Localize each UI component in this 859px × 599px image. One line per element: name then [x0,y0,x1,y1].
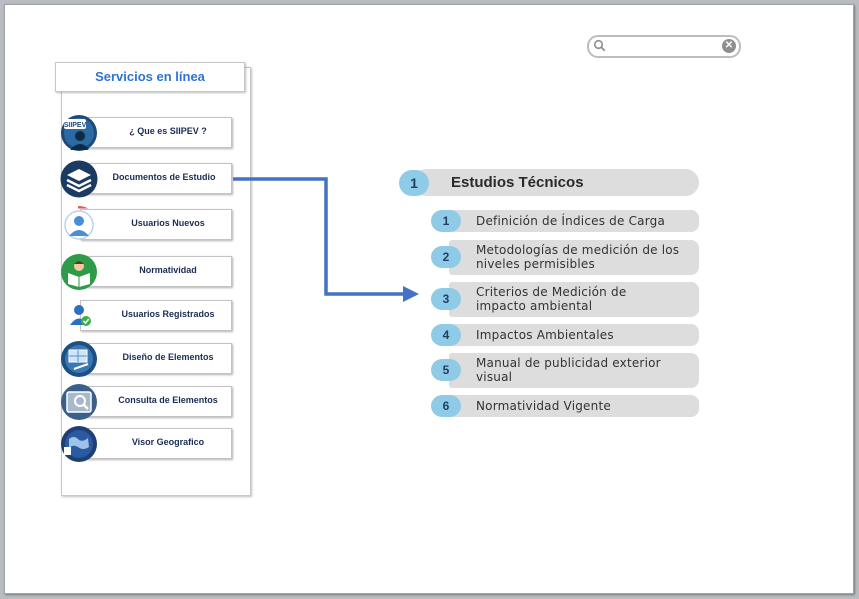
study-item-number: 4 [431,324,461,346]
study-item-number: 3 [431,288,461,310]
siipev-icon: SIIPEV [61,115,97,151]
service-item-normatividad[interactable]: Normatividad [60,254,234,290]
services-panel-title: Servicios en línea [55,62,245,92]
siipev-icon-text: SIIPEV [64,122,87,129]
search-box[interactable]: ✕ [587,35,741,58]
search-icon [593,39,606,52]
query-elements-icon [61,384,97,420]
slide-canvas: ✕ Servicios en línea ¿ Que es SIIPEV ? S… [4,4,854,594]
studies-header: Estudios Técnicos [413,169,699,196]
service-item-documentos-de-estudio[interactable]: Documentos de Estudio [60,160,234,198]
service-item-label: Usuarios Registrados [121,309,215,319]
service-item-label: Usuarios Nuevos [131,218,205,228]
study-item-number: 2 [431,246,461,268]
study-item-4[interactable]: Impactos Ambientales [449,324,699,346]
study-item-6[interactable]: Normatividad Vigente [449,395,699,417]
service-item-box [80,256,232,287]
geo-viewer-icon [61,426,97,462]
service-item-label: Consulta de Elementos [118,395,218,405]
studies-header-number: 1 [399,170,429,196]
registered-user-icon [70,305,91,326]
study-item-3[interactable]: Criterios de Medición de impacto ambient… [449,282,699,317]
study-item-line1: Definición de Índices de Carga [476,214,666,228]
service-item-diseno-de-elementos[interactable]: Diseño de Elementos [60,341,234,377]
study-item-line2: niveles permisibles [476,257,595,271]
service-item-box [80,300,232,331]
study-item-number: 5 [431,359,461,381]
study-item-5[interactable]: Manual de publicidad exterior visual [449,353,699,388]
service-item-box [80,209,232,240]
service-item-label: Normatividad [139,265,197,275]
study-item-number: 6 [431,395,461,417]
new-user-icon [64,206,94,240]
service-item-box [80,428,232,459]
study-item-line2: impacto ambiental [476,299,593,313]
service-item-que-es-siipev[interactable]: ¿ Que es SIIPEV ? SIIPEV [60,115,234,151]
service-item-box [80,343,232,374]
service-item-box [80,386,232,417]
service-item-label: ¿ Que es SIIPEV ? [129,126,207,136]
study-item-line2: visual [476,370,513,384]
service-item-label: Documentos de Estudio [112,172,216,182]
service-item-label: Visor Geografico [131,437,205,447]
study-item-line1: Impactos Ambientales [476,328,614,342]
service-item-consulta-de-elementos[interactable]: Consulta de Elementos [60,384,234,420]
study-item-1[interactable]: Definición de Índices de Carga [449,210,699,232]
service-item-visor-geografico[interactable]: Visor Geografico [60,426,234,462]
study-item-line1: Normatividad Vigente [476,399,611,413]
service-item-usuarios-nuevos[interactable]: Usuarios Nuevos [60,206,234,240]
service-item-usuarios-registrados[interactable]: Usuarios Registrados [60,300,234,331]
design-elements-icon [61,341,97,377]
clear-icon[interactable]: ✕ [722,39,736,53]
search-input[interactable] [609,38,721,55]
study-item-line1: Criterios de Medición de [476,285,627,299]
service-item-box [80,117,232,148]
service-item-label: Diseño de Elementos [122,352,214,362]
documents-stack-icon [60,160,98,198]
study-item-2[interactable]: Metodologías de medición de los niveles … [449,240,699,275]
studies-header-title: Estudios Técnicos [451,174,584,191]
study-item-number: 1 [431,210,461,232]
study-item-line1: Manual de publicidad exterior [476,356,661,370]
study-item-line1: Metodologías de medición de los [476,243,680,257]
service-item-box [80,163,232,194]
reading-person-icon [61,254,97,290]
